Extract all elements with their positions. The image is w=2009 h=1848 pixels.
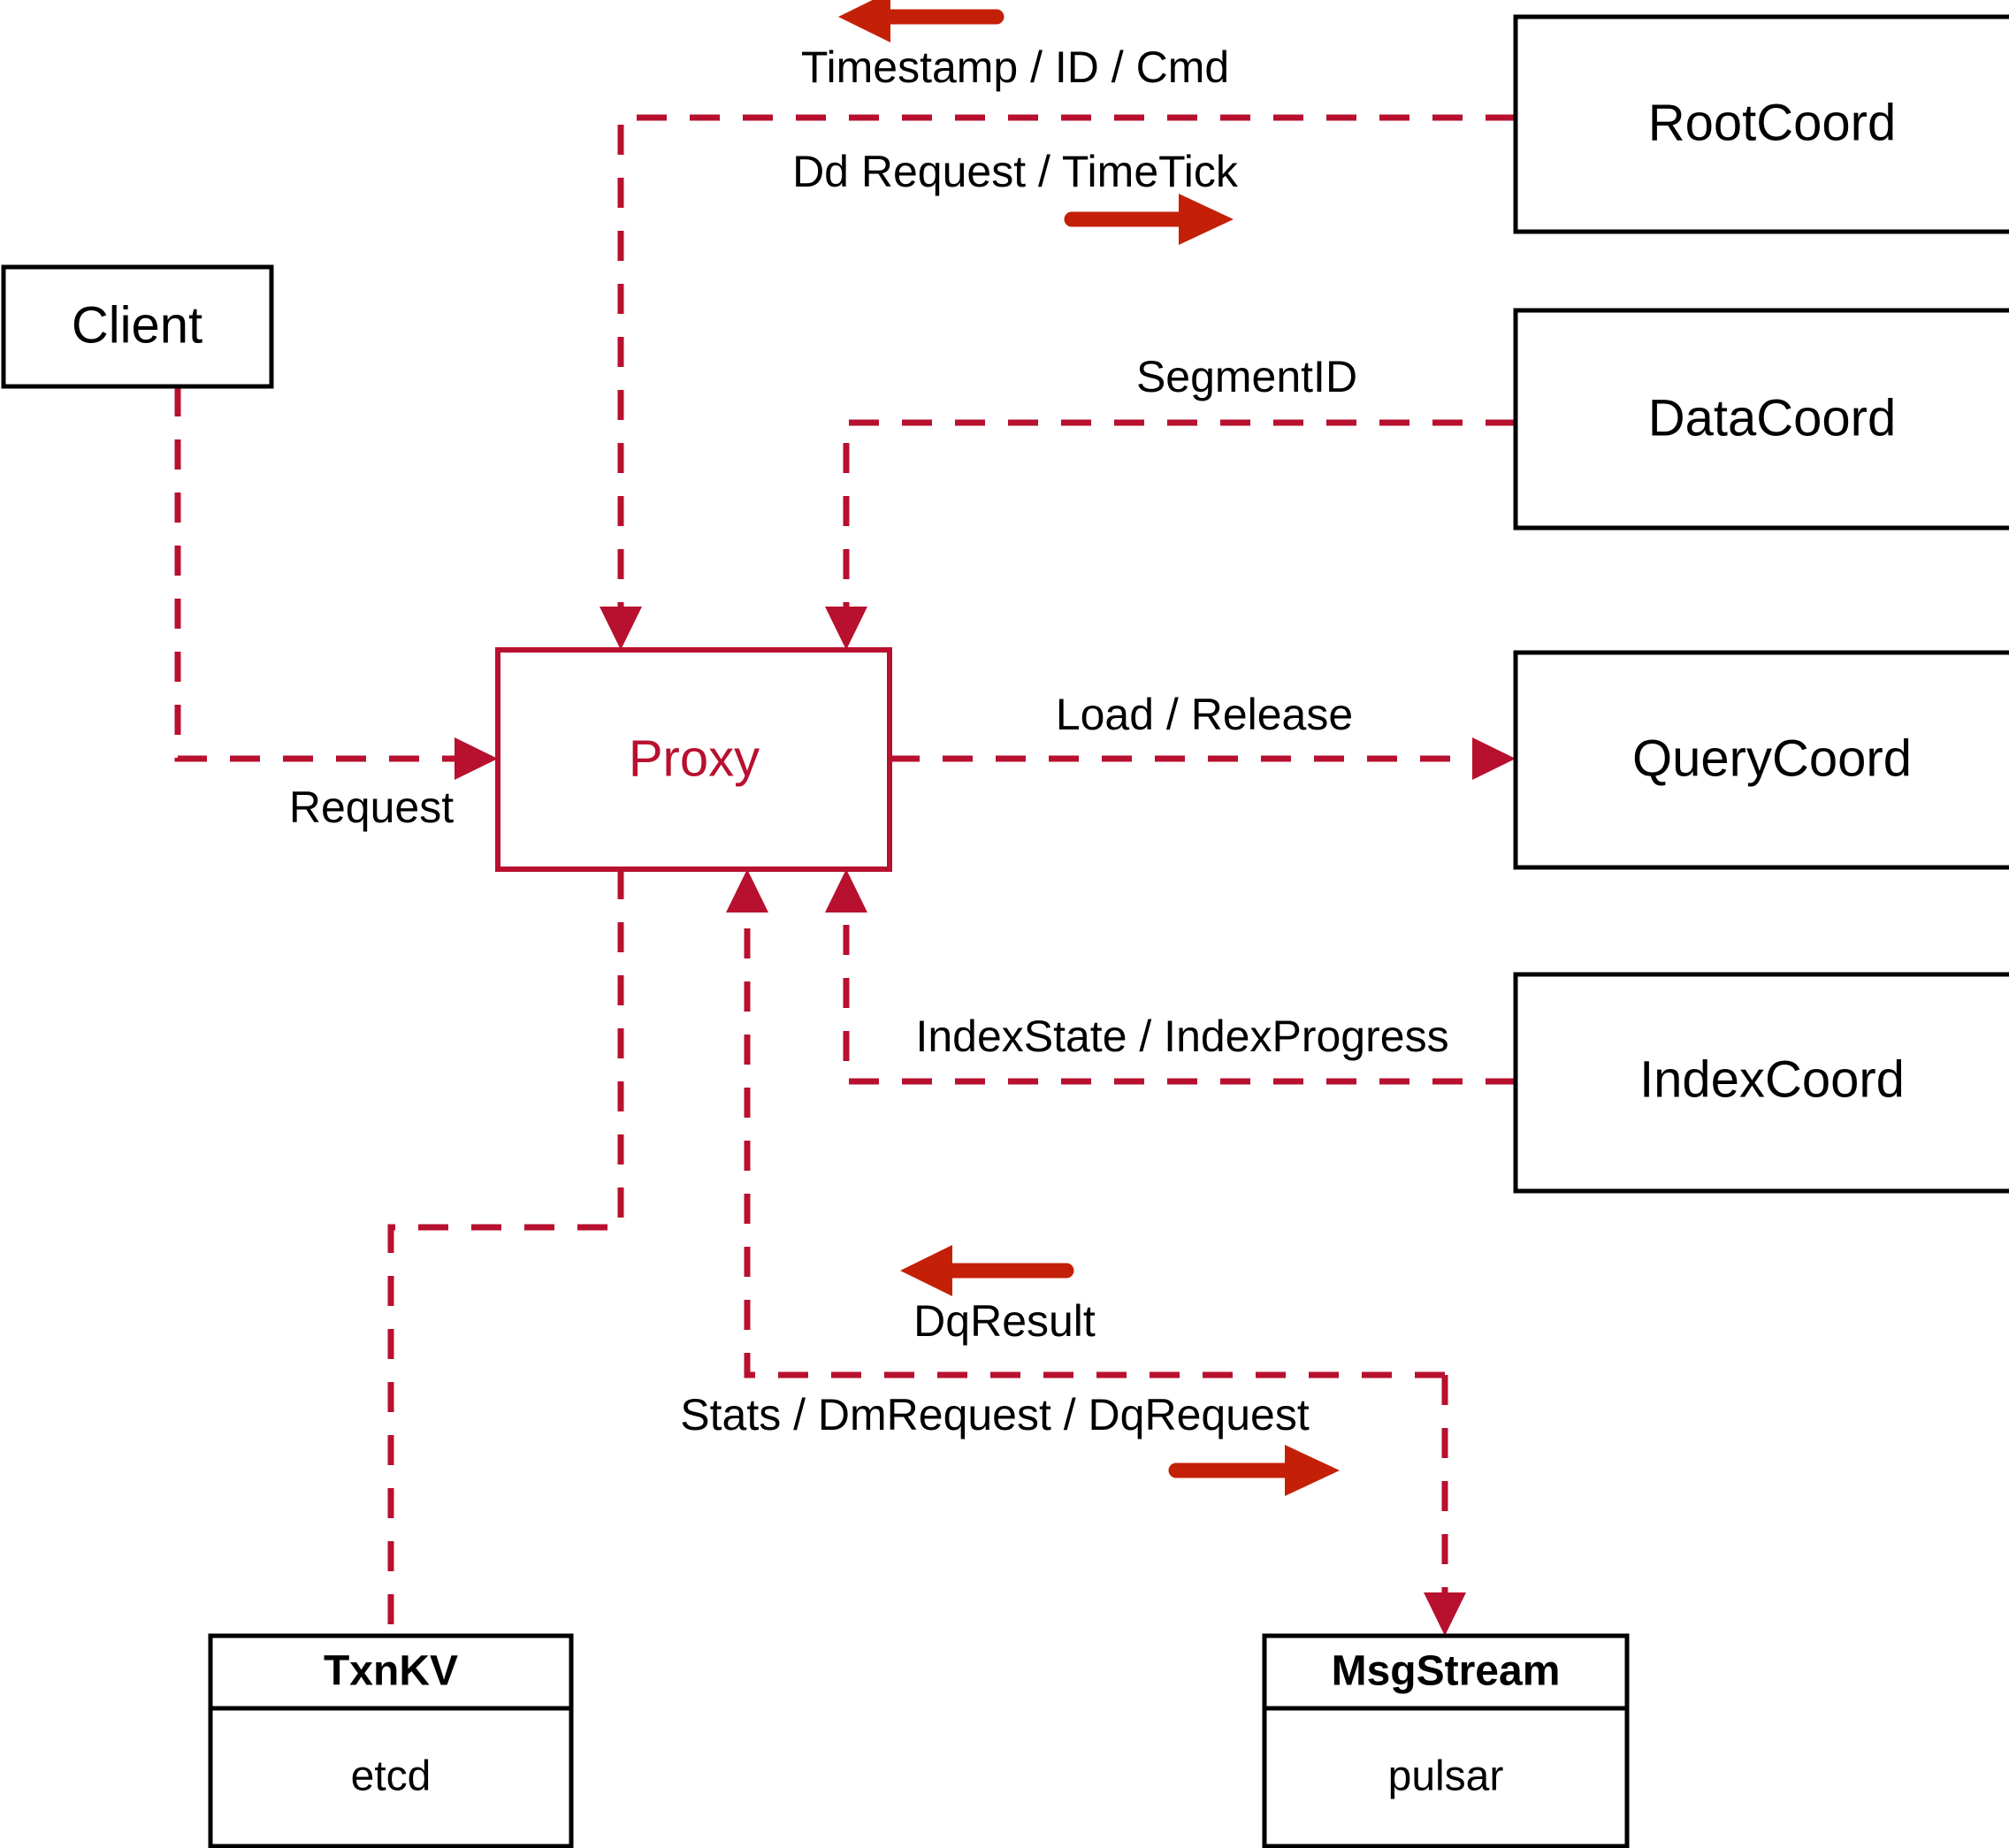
client-box[interactable]	[1, 264, 274, 389]
msgstream-title: MsgStream	[1332, 1648, 1561, 1695]
indexcoord-label: IndexCoord	[1639, 1050, 1905, 1108]
edge-label-dqrequest: Stats / DmRequest / DqRequest	[680, 1390, 1310, 1439]
node-txnkv[interactable]: TxnKV etcd	[208, 1633, 574, 1848]
node-indexcoord[interactable]: IndexCoord	[1513, 972, 2009, 1194]
datacoord-box[interactable]	[1513, 308, 2009, 531]
edge-msgstream-to-proxy	[726, 869, 1445, 1378]
edge-proxy-to-txnkv	[387, 869, 624, 1636]
arrowhead-right	[455, 737, 498, 780]
msgstream-box[interactable]	[1262, 1633, 1630, 1848]
txnkv-title: TxnKV	[324, 1648, 458, 1695]
client-label: Client	[72, 296, 202, 354]
arrowhead-right	[1472, 737, 1516, 780]
txnkv-box[interactable]	[208, 1633, 574, 1848]
edge-label-loadrelease: Load / Release	[1056, 690, 1353, 739]
edge-indexcoord-to-proxy	[825, 869, 1516, 1085]
arrowhead-down	[825, 607, 867, 650]
bold-arrow-ddrequest-right	[1064, 194, 1234, 245]
edge-proxy-to-msgstream	[1424, 1375, 1466, 1636]
node-rootcoord[interactable]: RootCoord	[1513, 14, 2009, 234]
node-msgstream[interactable]: MsgStream pulsar	[1262, 1633, 1630, 1848]
edge-label-ddrequest: Dd Request / TimeTick	[792, 147, 1239, 196]
node-client[interactable]: Client	[1, 264, 274, 389]
rootcoord-label: RootCoord	[1648, 94, 1896, 151]
txnkv-implementation: etcd	[351, 1753, 432, 1800]
edge-label-indexstate: IndexState / IndexProgress	[915, 1012, 1448, 1061]
edge-label-dqresult: DqResult	[913, 1296, 1096, 1346]
edge-client-to-proxy	[174, 386, 498, 780]
bold-arrow-dqrequest-right	[1168, 1445, 1340, 1496]
node-datacoord[interactable]: DataCoord	[1513, 308, 2009, 531]
arrowhead-up	[825, 869, 867, 913]
indexcoord-box[interactable]	[1513, 972, 2009, 1194]
rootcoord-box[interactable]	[1513, 14, 2009, 234]
datacoord-label: DataCoord	[1648, 389, 1896, 447]
querycoord-label: QueryCoord	[1632, 729, 1912, 787]
proxy-label: Proxy	[629, 729, 760, 787]
edge-rootcoord-to-proxy	[600, 114, 1516, 650]
bold-arrow-timestamp-left	[838, 0, 1004, 42]
arrowhead-down	[1424, 1592, 1466, 1636]
edge-label-segmentid: SegmentID	[1136, 352, 1357, 401]
arrowhead-up	[726, 869, 768, 913]
node-proxy[interactable]: Proxy	[495, 647, 892, 872]
querycoord-box[interactable]	[1513, 650, 2009, 870]
arrowhead-down	[600, 607, 642, 650]
bold-arrow-dqresult-left	[900, 1245, 1074, 1296]
edge-proxy-to-querycoord	[890, 737, 1516, 780]
edge-label-request: Request	[289, 783, 454, 832]
edge-label-timestamp: Timestamp / ID / Cmd	[801, 42, 1229, 92]
msgstream-implementation: pulsar	[1388, 1753, 1504, 1800]
edge-datacoord-to-proxy	[825, 419, 1516, 650]
node-querycoord[interactable]: QueryCoord	[1513, 650, 2009, 870]
proxy-box[interactable]	[495, 647, 892, 872]
